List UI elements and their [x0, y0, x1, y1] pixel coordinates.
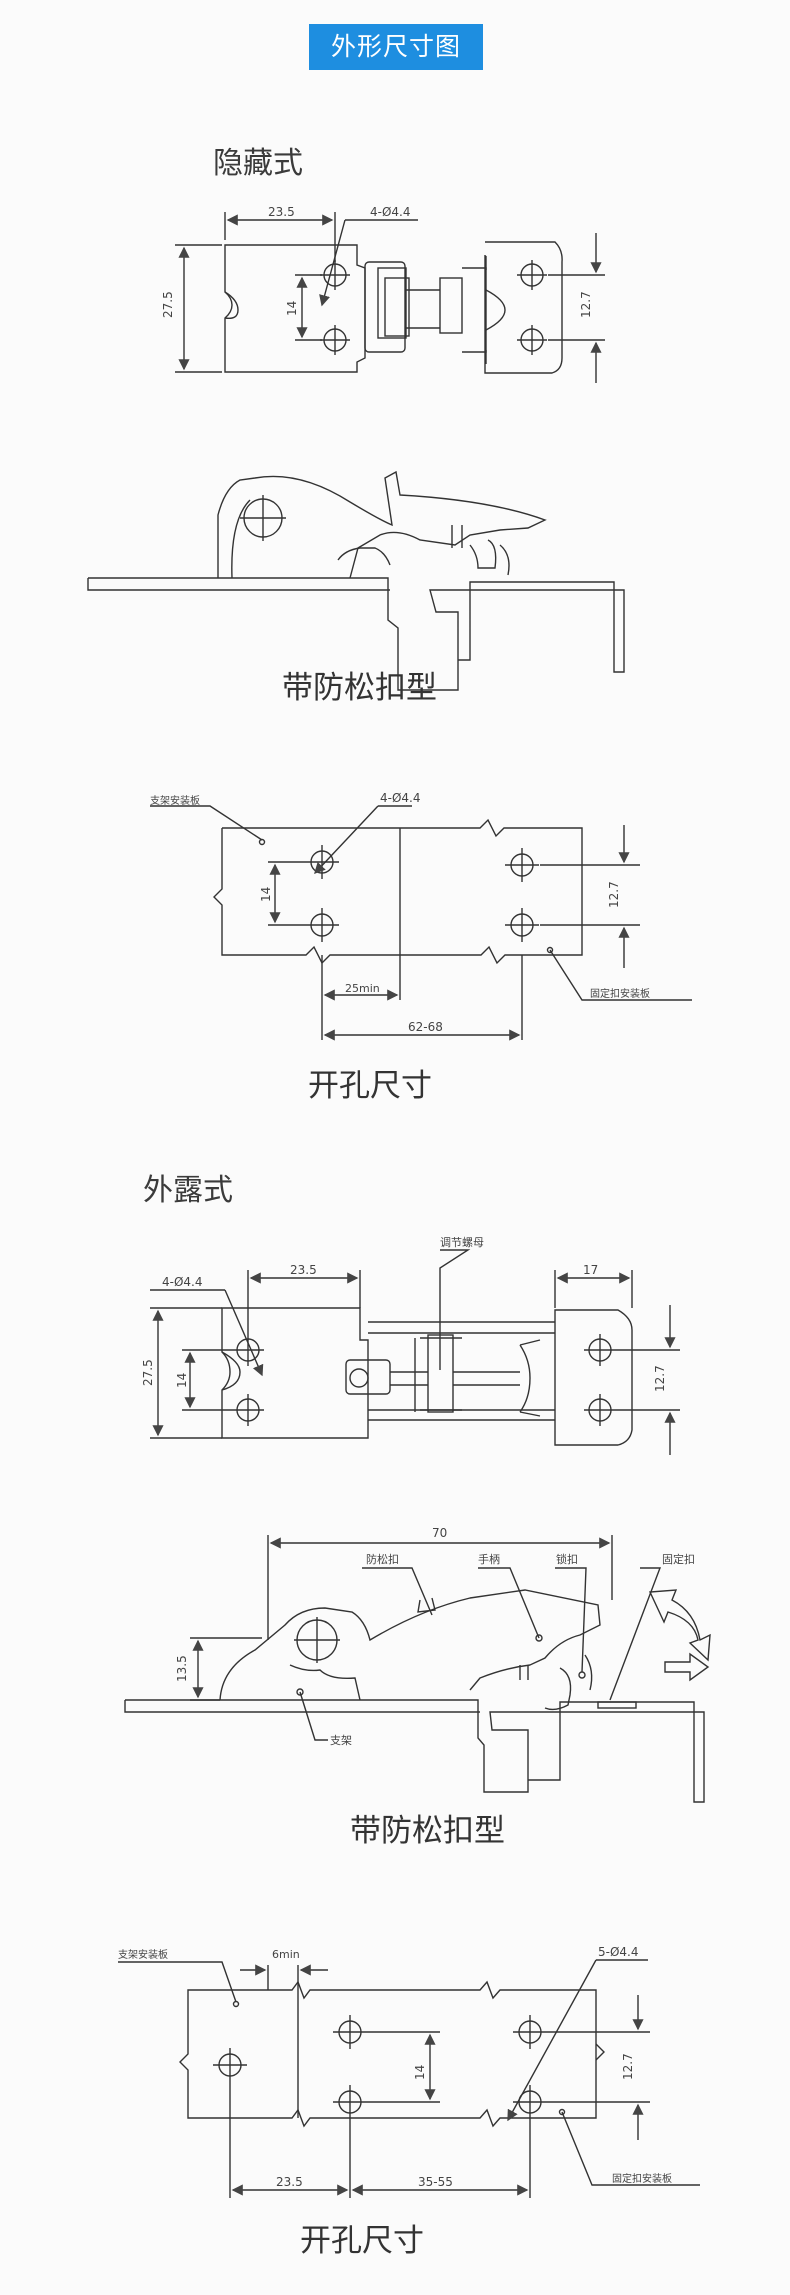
hidden-dim-holes: 4-Ø4.4 — [370, 205, 411, 219]
exposed-label-handle: 手柄 — [478, 1552, 500, 1566]
hidden-side-view — [87, 470, 625, 691]
hidden-dim-h1: 27.5 — [161, 291, 175, 318]
exposed-cut-w2: 35-55 — [418, 2175, 453, 2189]
hidden-cut-h1: 14 — [259, 887, 273, 902]
hidden-cutout — [150, 805, 692, 1041]
exposed-dim-w2: 17 — [583, 1263, 598, 1277]
hidden-dim-h3: 12.7 — [579, 291, 593, 318]
hidden-dim-w1: 23.5 — [268, 205, 295, 219]
hidden-label-bracket-plate: 支架安装板 — [150, 794, 200, 807]
hidden-cut-d2: 62-68 — [408, 1020, 443, 1034]
exposed-label-nut: 调节螺母 — [440, 1236, 484, 1249]
exposed-cut-holes: 5-Ø4.4 — [598, 1945, 639, 1959]
exposed-dim-w1: 23.5 — [290, 1263, 317, 1277]
exposed-dim-h1: 27.5 — [141, 1359, 155, 1386]
caption-hidden-side: 带防松扣型 — [282, 670, 437, 706]
section-heading-exposed: 外露式 — [143, 1173, 233, 1208]
section-heading-hidden: 隐藏式 — [213, 146, 303, 181]
caption-exposed-cutout: 开孔尺寸 — [300, 2223, 424, 2259]
hidden-cut-holes: 4-Ø4.4 — [380, 791, 421, 805]
hidden-dim-h2: 14 — [285, 301, 299, 316]
exposed-side-view — [124, 1535, 711, 1803]
exposed-top-view — [150, 1249, 680, 1455]
exposed-label-anti-loose: 防松扣 — [366, 1552, 399, 1566]
exposed-label-bracket-plate: 支架安装板 — [118, 1948, 168, 1961]
exposed-label-bracket: 支架 — [330, 1734, 352, 1747]
exposed-label-buckle-plate: 固定扣安装板 — [612, 2172, 672, 2185]
title-banner: 外形尺寸图 — [309, 24, 483, 70]
hidden-cut-h2: 12.7 — [607, 881, 621, 908]
exposed-cut-h1: 14 — [413, 2065, 427, 2080]
exposed-label-fixed: 固定扣 — [662, 1552, 695, 1566]
exposed-cut-h2: 12.7 — [621, 2053, 635, 2080]
exposed-cut-w1: 23.5 — [276, 2175, 303, 2189]
exposed-cut-dmin: 6min — [272, 1948, 300, 1961]
hidden-label-buckle-plate: 固定扣安装板 — [590, 987, 650, 1000]
exposed-dim-holes: 4-Ø4.4 — [162, 1275, 203, 1289]
caption-exposed-side: 带防松扣型 — [350, 1813, 505, 1849]
caption-hidden-cutout: 开孔尺寸 — [308, 1068, 432, 1104]
exposed-label-lock: 锁扣 — [556, 1552, 578, 1566]
hidden-cut-d1: 25min — [345, 982, 380, 995]
exposed-cutout — [118, 1959, 700, 2198]
page-title: 外形尺寸图 — [330, 32, 461, 61]
hidden-top-view — [175, 212, 605, 383]
exposed-dim-h2: 14 — [175, 1373, 189, 1388]
exposed-side-height: 13.5 — [175, 1655, 189, 1682]
exposed-side-len: 70 — [432, 1526, 447, 1540]
exposed-dim-h3: 12.7 — [653, 1365, 667, 1392]
